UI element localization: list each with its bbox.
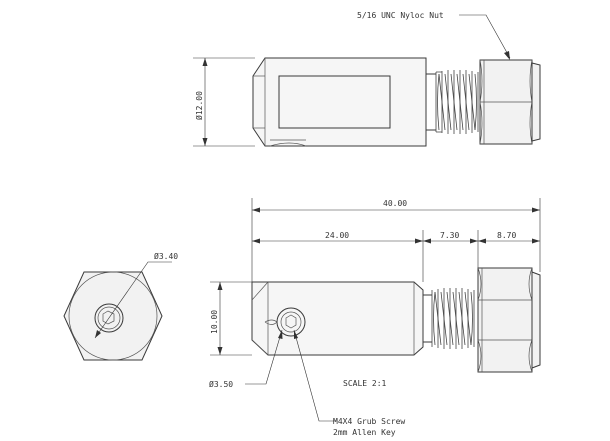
- scale-label: SCALE 2:1: [343, 379, 387, 388]
- end-view: Ø3.40: [63, 251, 178, 361]
- pin-dia-label: Ø3.50: [209, 379, 233, 389]
- clevis-slot: [278, 75, 391, 129]
- nut-callout-label: 5/16 UNC Nyloc Nut: [357, 11, 444, 20]
- pin-leader: [245, 329, 283, 385]
- len-body-label: 24.00: [325, 231, 349, 240]
- hole-dia-label: Ø3.40: [154, 251, 178, 261]
- screw-label-2: 2mm Allen Key: [333, 428, 396, 437]
- threaded-bore: [94, 303, 124, 333]
- hole-leader: [94, 261, 172, 339]
- top-view: Ø12.00 5/16 UNC Nyloc Nut: [193, 11, 541, 147]
- side-view: 40.00 24.00 7.30 8.70 10.00: [209, 198, 541, 437]
- screw-leader: [293, 329, 337, 422]
- nut-leader: [459, 14, 511, 59]
- len-thread-label: 7.30: [440, 231, 459, 240]
- nut-side: [477, 267, 533, 373]
- len-nut-label: 8.70: [497, 231, 516, 240]
- overall-len-label: 40.00: [383, 199, 407, 208]
- height-label: 10.00: [210, 310, 219, 334]
- dia-top-label: Ø12.00: [194, 91, 204, 120]
- screw-label-1: M4X4 Grub Screw: [333, 417, 405, 426]
- hex-nut-end: [63, 271, 163, 361]
